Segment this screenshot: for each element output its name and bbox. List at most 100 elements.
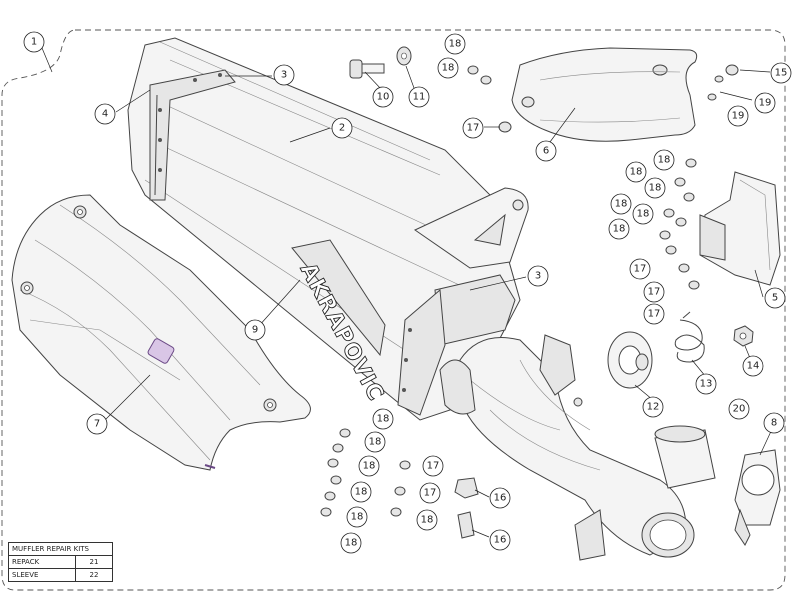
svg-text:17: 17 [634, 264, 647, 275]
svg-text:19: 19 [732, 111, 745, 122]
spring-clamp [734, 449, 781, 546]
callout-5: 5 [764, 287, 786, 309]
svg-text:16: 16 [494, 535, 507, 546]
callout-18: 18 [364, 431, 386, 453]
callout-7: 7 [86, 413, 108, 435]
svg-text:18: 18 [369, 437, 382, 448]
callout-18: 18 [350, 481, 372, 503]
svg-text:18: 18 [613, 224, 626, 235]
callout-18: 18 [653, 149, 675, 171]
callout-20: 20 [728, 398, 750, 420]
callout-18: 18 [632, 203, 654, 225]
svg-text:11: 11 [413, 92, 426, 103]
bracket-part-b [457, 511, 475, 539]
svg-text:8: 8 [771, 418, 777, 429]
silencer-body: AKRAPOVIC [127, 37, 529, 421]
bracket-part-a [454, 477, 479, 499]
callout-17: 17 [419, 482, 441, 504]
svg-text:3: 3 [535, 271, 541, 282]
svg-text:18: 18 [637, 209, 650, 220]
table-row: SLEEVE 22 [8, 568, 113, 582]
callout-17: 17 [643, 303, 665, 325]
svg-text:18: 18 [442, 63, 455, 74]
svg-text:18: 18 [345, 538, 358, 549]
svg-text:5: 5 [772, 293, 778, 304]
callout-18: 18 [625, 161, 647, 183]
callout-14: 14 [742, 355, 764, 377]
callout-2: 2 [331, 117, 353, 139]
svg-text:7: 7 [94, 419, 100, 430]
callout-19: 19 [727, 105, 749, 127]
svg-text:16: 16 [494, 493, 507, 504]
callout-17: 17 [643, 281, 665, 303]
svg-text:2: 2 [339, 123, 345, 134]
callout-18: 18 [340, 532, 362, 554]
nut-part [733, 325, 754, 347]
svg-text:18: 18 [630, 167, 643, 178]
sleeve-part [654, 425, 716, 489]
callout-19: 19 [754, 92, 776, 114]
svg-text:17: 17 [424, 488, 437, 499]
callout-18: 18 [358, 455, 380, 477]
heat-shield-small [511, 47, 698, 142]
callout-3: 3 [273, 64, 295, 86]
kit-label: SLEEVE [8, 568, 76, 582]
kit-number: 22 [75, 568, 113, 582]
table-row: REPACK 21 [8, 555, 113, 569]
kit-label: REPACK [8, 555, 76, 569]
svg-text:18: 18 [615, 199, 628, 210]
callout-11: 11 [408, 86, 430, 108]
link-pipe [439, 334, 695, 561]
svg-text:17: 17 [648, 309, 661, 320]
svg-text:17: 17 [427, 461, 440, 472]
callout-16: 16 [489, 487, 511, 509]
washer-part [396, 46, 412, 66]
callout-13: 13 [695, 373, 717, 395]
callout-18: 18 [444, 33, 466, 55]
callout-9: 9 [244, 319, 266, 341]
flange-part [607, 331, 653, 389]
svg-text:13: 13 [700, 379, 713, 390]
callout-17: 17 [629, 258, 651, 280]
callout-8: 8 [763, 412, 785, 434]
kit-number: 21 [75, 555, 113, 569]
clamp-bracket [699, 171, 781, 286]
callout-15: 15 [770, 62, 792, 84]
svg-text:18: 18 [649, 183, 662, 194]
fasteners [320, 64, 739, 517]
callout-16: 16 [489, 529, 511, 551]
svg-text:6: 6 [543, 146, 549, 157]
muffler-repair-kits-table: MUFFLER REPAIR KITS REPACK 21 SLEEVE 22 [8, 542, 113, 582]
kit-boundary-outline [1, 29, 786, 591]
svg-text:20: 20 [733, 404, 746, 415]
svg-text:18: 18 [377, 414, 390, 425]
svg-text:18: 18 [658, 155, 671, 166]
svg-text:9: 9 [252, 325, 258, 336]
svg-text:18: 18 [355, 487, 368, 498]
callout-18: 18 [372, 408, 394, 430]
svg-text:10: 10 [377, 92, 390, 103]
callout-18: 18 [608, 218, 630, 240]
callout-18: 18 [346, 506, 368, 528]
svg-text:18: 18 [421, 515, 434, 526]
callout-6: 6 [535, 140, 557, 162]
table-header-row: MUFFLER REPAIR KITS [8, 542, 113, 556]
leader-lines [41, 47, 774, 538]
svg-text:12: 12 [647, 402, 660, 413]
callout-18: 18 [437, 57, 459, 79]
callouts: 1 2 3 3 4 5 6 7 8 9 10 11 12 13 14 15 16… [23, 31, 792, 554]
bolt-part [349, 59, 385, 79]
callout-18: 18 [610, 193, 632, 215]
callout-17: 17 [422, 455, 444, 477]
svg-text:4: 4 [102, 109, 108, 120]
svg-text:18: 18 [363, 461, 376, 472]
svg-text:3: 3 [281, 70, 287, 81]
svg-text:17: 17 [648, 287, 661, 298]
spring-part [674, 311, 705, 363]
callout-18: 18 [416, 509, 438, 531]
table-title: MUFFLER REPAIR KITS [8, 542, 113, 556]
svg-text:18: 18 [449, 39, 462, 50]
svg-text:18: 18 [351, 512, 364, 523]
svg-text:1: 1 [31, 37, 37, 48]
